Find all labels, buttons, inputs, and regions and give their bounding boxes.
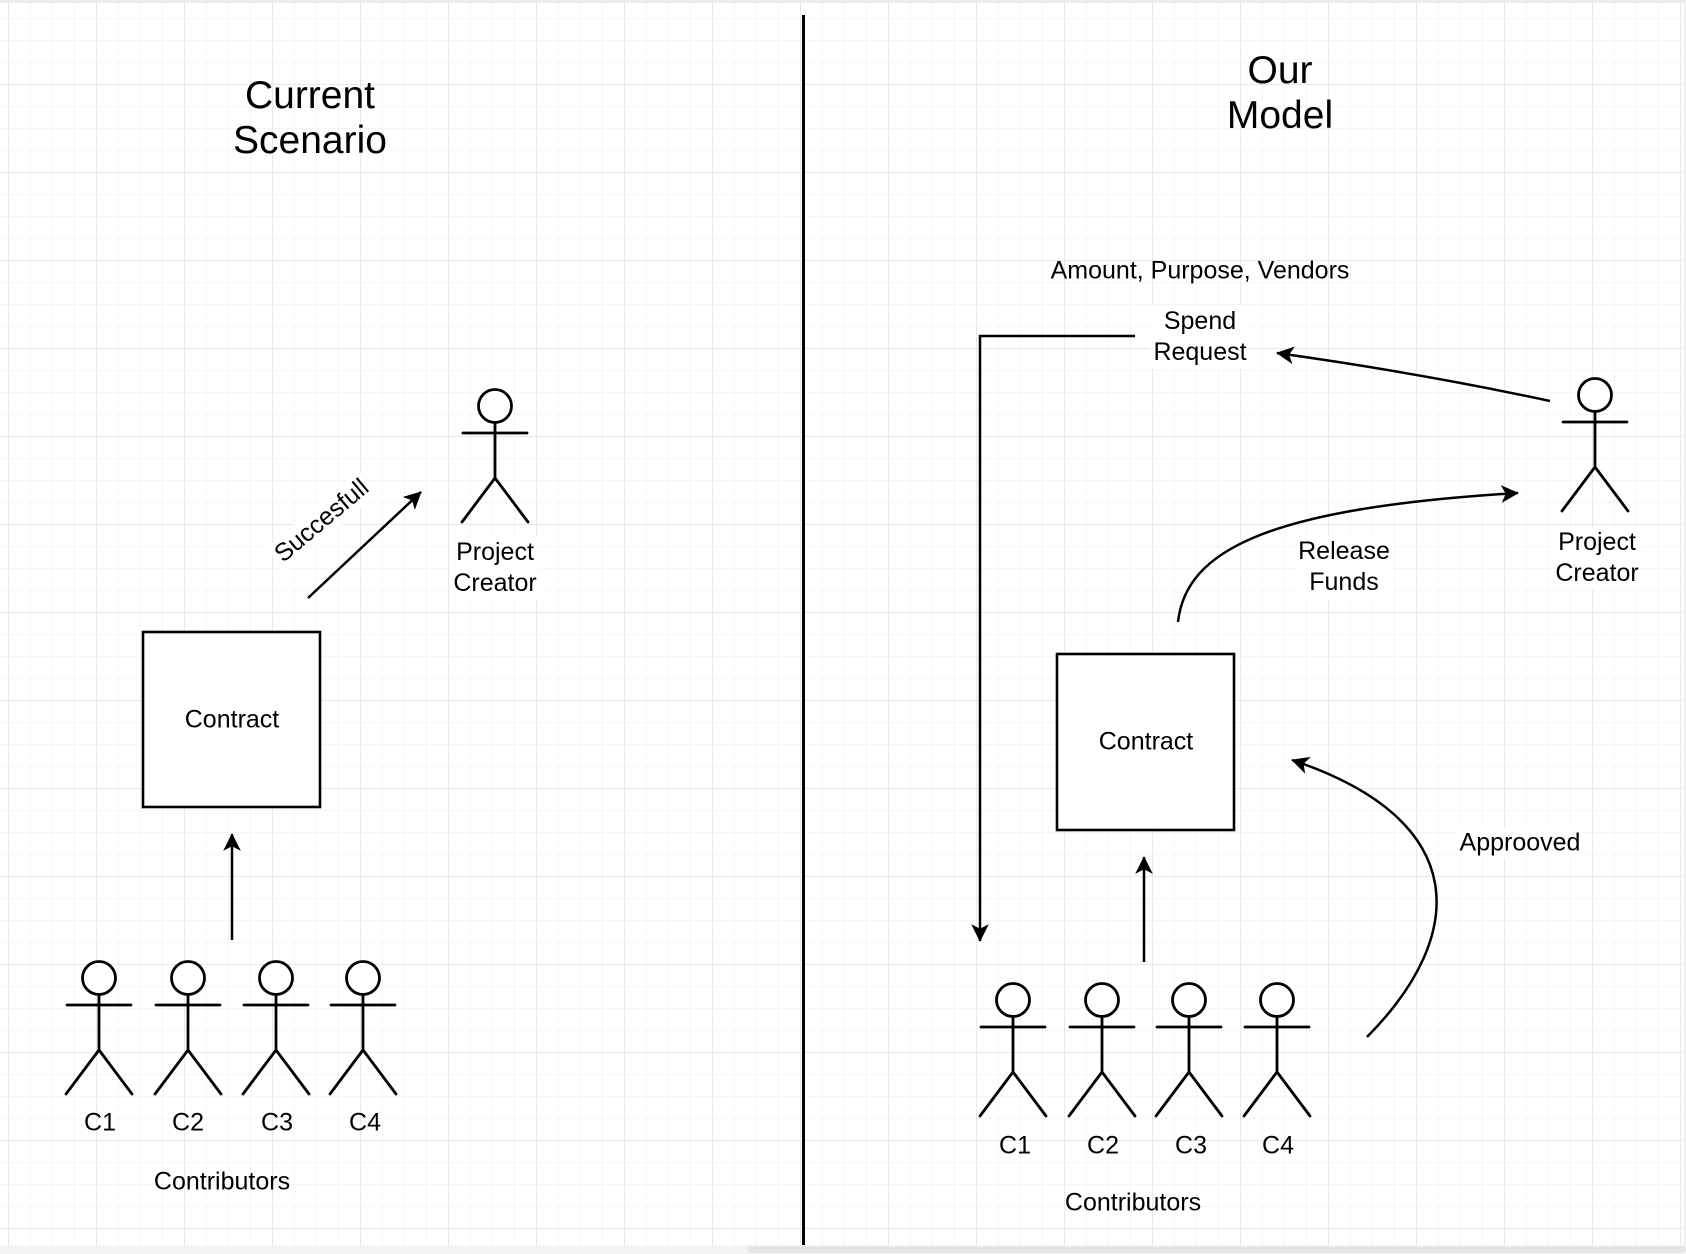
contributor-label-c3-left[interactable]: C3	[261, 1108, 293, 1137]
horizontal-scrollbar-track[interactable]	[0, 1245, 1686, 1254]
approved-label[interactable]: Approoved	[1456, 827, 1584, 859]
stick-figure-c2-left[interactable]	[153, 960, 223, 1096]
contributor-label-c1-right[interactable]: C1	[999, 1131, 1031, 1160]
stick-figure-c4-right[interactable]	[1242, 982, 1312, 1118]
stick-figure-project-creator-right[interactable]	[1560, 377, 1630, 513]
left-title[interactable]: Current Scenario	[233, 73, 387, 162]
stick-figure-c3-left[interactable]	[241, 960, 311, 1096]
stick-figure-c2-right[interactable]	[1067, 982, 1137, 1118]
project-creator-label-right[interactable]: Project Creator	[1552, 526, 1642, 590]
stick-figure-project-creator-left[interactable]	[460, 388, 530, 524]
amount-purpose-vendors-note[interactable]: Amount, Purpose, Vendors	[1050, 256, 1350, 285]
contributor-label-c4-left[interactable]: C4	[349, 1108, 381, 1137]
contract-box-left[interactable]	[141, 630, 322, 809]
release-funds-arrow[interactable]	[1176, 485, 1519, 623]
contributor-label-c2-left[interactable]: C2	[172, 1108, 204, 1137]
contract-label-right[interactable]: Contract	[1098, 727, 1194, 756]
horizontal-scrollbar-thumb[interactable]	[747, 1246, 1686, 1253]
successful-arrow[interactable]	[307, 491, 422, 599]
contract-label-left[interactable]: Contract	[184, 705, 280, 734]
contributors-group-label-left[interactable]: Contributors	[153, 1167, 291, 1196]
contract-box-right[interactable]	[1055, 652, 1236, 832]
stick-figure-c1-right[interactable]	[978, 982, 1048, 1118]
spend-request-label[interactable]: Spend Request	[1150, 305, 1250, 369]
approved-arrow[interactable]	[1291, 756, 1438, 1038]
stick-figure-c1-left[interactable]	[64, 960, 134, 1096]
contributor-label-c2-right[interactable]: C2	[1087, 1131, 1119, 1160]
contributor-label-c4-right[interactable]: C4	[1262, 1131, 1294, 1160]
right-title[interactable]: Our Model	[1226, 48, 1334, 137]
right-edge-strip	[1684, 0, 1686, 1254]
contributor-label-c3-right[interactable]: C3	[1175, 1131, 1207, 1160]
stick-figure-c4-left[interactable]	[328, 960, 398, 1096]
contributors-group-label-right[interactable]: Contributors	[1064, 1188, 1202, 1217]
release-funds-label[interactable]: Release Funds	[1295, 535, 1393, 599]
stick-figure-c3-right[interactable]	[1154, 982, 1224, 1118]
spend-request-to-contributors-connector[interactable]	[971, 334, 1135, 942]
contributor-label-c1-left[interactable]: C1	[84, 1108, 116, 1137]
creator-to-spend-request-arrow[interactable]	[1276, 346, 1551, 403]
project-creator-label-left[interactable]: Project Creator	[450, 536, 540, 600]
top-edge-strip	[0, 0, 1686, 3]
